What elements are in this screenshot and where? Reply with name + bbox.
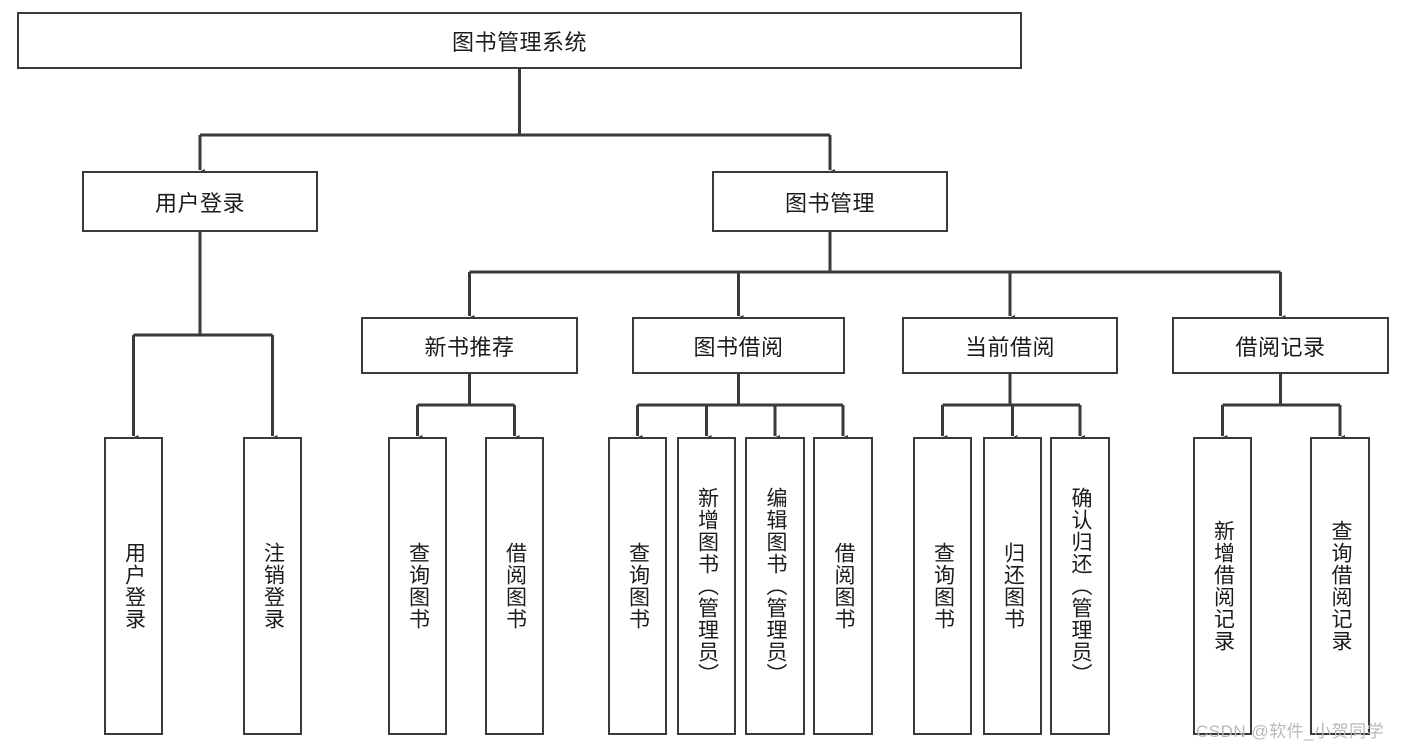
node-leaf-logout[interactable]: 注销登录 [243,437,302,735]
node-leaf-return-book[interactable]: 归还图书 [983,437,1042,735]
node-leaf-edit-book-admin[interactable]: 编辑图书（管理员） [745,437,805,735]
edges [128,69,1345,444]
node-leaf-add-book-admin[interactable]: 新增图书（管理员） [677,437,736,735]
node-current-borrow[interactable]: 当前借阅 [902,317,1118,374]
node-label: 归还图书 [1001,542,1025,630]
node-label: 新增图书（管理员） [695,487,719,685]
node-leaf-query-borrow-record[interactable]: 查询借阅记录 [1310,437,1370,735]
node-label: 编辑图书（管理员） [764,487,788,685]
node-leaf-borrow-book-recommend[interactable]: 借阅图书 [485,437,544,735]
node-leaf-query-book-current[interactable]: 查询图书 [913,437,972,735]
node-leaf-user-login[interactable]: 用户登录 [104,437,163,735]
node-book-borrow[interactable]: 图书借阅 [632,317,845,374]
node-label: 图书管理 [784,190,875,216]
node-label: 注销登录 [261,542,285,630]
node-label: 借阅记录 [1235,334,1326,360]
node-label: 查询图书 [406,542,430,630]
node-label: 查询图书 [626,542,650,630]
node-label: 确认归还（管理员） [1069,487,1093,685]
node-leaf-query-book-recommend[interactable]: 查询图书 [388,437,447,735]
node-label: 借阅图书 [832,542,856,630]
node-label: 新增借阅记录 [1211,520,1235,652]
node-label: 图书借阅 [693,334,784,360]
node-leaf-confirm-return-admin[interactable]: 确认归还（管理员） [1050,437,1110,735]
node-label: 查询借阅记录 [1329,520,1353,652]
node-label: 查询图书 [931,542,955,630]
node-user-login[interactable]: 用户登录 [82,171,318,232]
node-label: 用户登录 [154,190,245,216]
node-leaf-query-book-borrow[interactable]: 查询图书 [608,437,667,735]
node-leaf-borrow-book[interactable]: 借阅图书 [813,437,873,735]
node-label: 新书推荐 [424,334,515,360]
node-leaf-add-borrow-record[interactable]: 新增借阅记录 [1193,437,1252,735]
node-new-book-recommend[interactable]: 新书推荐 [361,317,578,374]
node-book-management[interactable]: 图书管理 [712,171,948,232]
node-label: 当前借阅 [964,334,1055,360]
node-borrow-record[interactable]: 借阅记录 [1172,317,1389,374]
node-label: 用户登录 [122,542,146,630]
node-label: 图书管理系统 [451,29,587,55]
node-root[interactable]: 图书管理系统 [17,12,1022,69]
node-label: 借阅图书 [503,542,527,630]
